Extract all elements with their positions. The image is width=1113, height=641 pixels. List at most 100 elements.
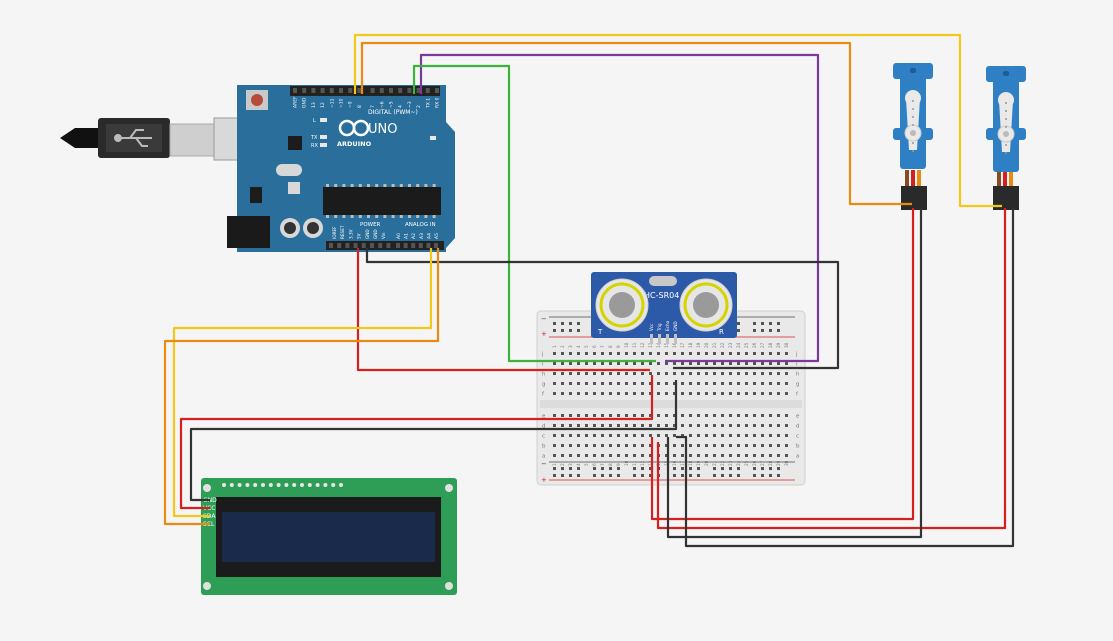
wire-black-gnd-breadboard[interactable] (365, 248, 840, 370)
terminal-hole[interactable] (593, 352, 596, 355)
power-pin[interactable] (378, 243, 383, 248)
rail-hole[interactable] (561, 467, 564, 470)
terminal-hole[interactable] (617, 352, 620, 355)
terminal-hole[interactable] (641, 414, 644, 417)
analog-pin[interactable] (411, 243, 416, 248)
rail-hole[interactable] (737, 467, 740, 470)
terminal-hole[interactable] (609, 424, 612, 427)
rail-hole[interactable] (681, 467, 684, 470)
rail-hole[interactable] (753, 322, 756, 325)
terminal-hole[interactable] (601, 372, 604, 375)
header-pin[interactable] (435, 88, 439, 93)
terminal-hole[interactable] (641, 362, 644, 365)
power-pin[interactable] (386, 243, 391, 248)
terminal-hole[interactable] (649, 392, 652, 395)
terminal-hole[interactable] (753, 444, 756, 447)
terminal-hole[interactable] (769, 454, 772, 457)
terminal-hole[interactable] (745, 424, 748, 427)
servo-right[interactable] (986, 66, 1026, 210)
terminal-hole[interactable] (601, 392, 604, 395)
terminal-hole[interactable] (641, 352, 644, 355)
terminal-hole[interactable] (633, 362, 636, 365)
rail-hole[interactable] (697, 467, 700, 470)
rail-hole[interactable] (617, 467, 620, 470)
rail-hole[interactable] (769, 329, 772, 332)
terminal-hole[interactable] (721, 454, 724, 457)
terminal-hole[interactable] (625, 372, 628, 375)
analog-pin[interactable] (396, 243, 400, 248)
terminal-hole[interactable] (769, 444, 772, 447)
terminal-hole[interactable] (569, 392, 572, 395)
terminal-hole[interactable] (617, 434, 620, 437)
terminal-hole[interactable] (729, 372, 732, 375)
terminal-hole[interactable] (601, 424, 604, 427)
terminal-hole[interactable] (689, 444, 692, 447)
analog-pin[interactable] (426, 243, 431, 248)
terminal-hole[interactable] (649, 444, 652, 447)
terminal-hole[interactable] (769, 382, 772, 385)
terminal-hole[interactable] (785, 372, 788, 375)
terminal-hole[interactable] (649, 362, 652, 365)
terminal-hole[interactable] (617, 372, 620, 375)
terminal-hole[interactable] (681, 414, 684, 417)
terminal-hole[interactable] (633, 434, 636, 437)
terminal-hole[interactable] (737, 382, 740, 385)
terminal-hole[interactable] (601, 382, 604, 385)
terminal-hole[interactable] (737, 372, 740, 375)
terminal-hole[interactable] (609, 372, 612, 375)
terminal-hole[interactable] (585, 454, 588, 457)
terminal-hole[interactable] (753, 414, 756, 417)
rail-hole[interactable] (561, 474, 564, 477)
header-pin[interactable] (357, 88, 362, 93)
terminal-hole[interactable] (561, 454, 564, 457)
terminal-hole[interactable] (713, 444, 716, 447)
terminal-hole[interactable] (633, 372, 636, 375)
terminal-hole[interactable] (705, 444, 708, 447)
terminal-hole[interactable] (689, 372, 692, 375)
terminal-hole[interactable] (649, 382, 652, 385)
terminal-hole[interactable] (689, 352, 692, 355)
rail-hole[interactable] (721, 467, 724, 470)
terminal-hole[interactable] (729, 362, 732, 365)
terminal-hole[interactable] (657, 424, 660, 427)
header-pin[interactable] (398, 88, 403, 93)
terminal-hole[interactable] (777, 414, 780, 417)
terminal-hole[interactable] (729, 414, 732, 417)
terminal-hole[interactable] (609, 352, 612, 355)
rail-hole[interactable] (593, 467, 596, 470)
rail-hole[interactable] (737, 474, 740, 477)
terminal-hole[interactable] (593, 362, 596, 365)
terminal-hole[interactable] (657, 434, 660, 437)
terminal-hole[interactable] (753, 392, 756, 395)
terminal-hole[interactable] (633, 424, 636, 427)
header-pin[interactable] (339, 88, 343, 93)
terminal-hole[interactable] (761, 434, 764, 437)
rail-hole[interactable] (609, 467, 612, 470)
terminal-hole[interactable] (729, 392, 732, 395)
terminal-hole[interactable] (769, 392, 772, 395)
terminal-hole[interactable] (577, 372, 580, 375)
terminal-hole[interactable] (697, 434, 700, 437)
terminal-hole[interactable] (713, 424, 716, 427)
terminal-hole[interactable] (577, 434, 580, 437)
terminal-hole[interactable] (625, 414, 628, 417)
terminal-hole[interactable] (641, 382, 644, 385)
terminal-hole[interactable] (601, 434, 604, 437)
terminal-hole[interactable] (601, 352, 604, 355)
terminal-hole[interactable] (705, 392, 708, 395)
sensor-pin[interactable] (658, 334, 661, 344)
terminal-hole[interactable] (705, 372, 708, 375)
rail-hole[interactable] (569, 322, 572, 325)
terminal-hole[interactable] (569, 372, 572, 375)
terminal-hole[interactable] (617, 424, 620, 427)
rail-hole[interactable] (713, 474, 716, 477)
terminal-hole[interactable] (609, 444, 612, 447)
terminal-hole[interactable] (769, 434, 772, 437)
terminal-hole[interactable] (753, 434, 756, 437)
terminal-hole[interactable] (585, 424, 588, 427)
terminal-hole[interactable] (785, 392, 788, 395)
terminal-hole[interactable] (649, 352, 652, 355)
terminal-hole[interactable] (673, 362, 676, 365)
terminal-hole[interactable] (561, 382, 564, 385)
terminal-hole[interactable] (569, 414, 572, 417)
